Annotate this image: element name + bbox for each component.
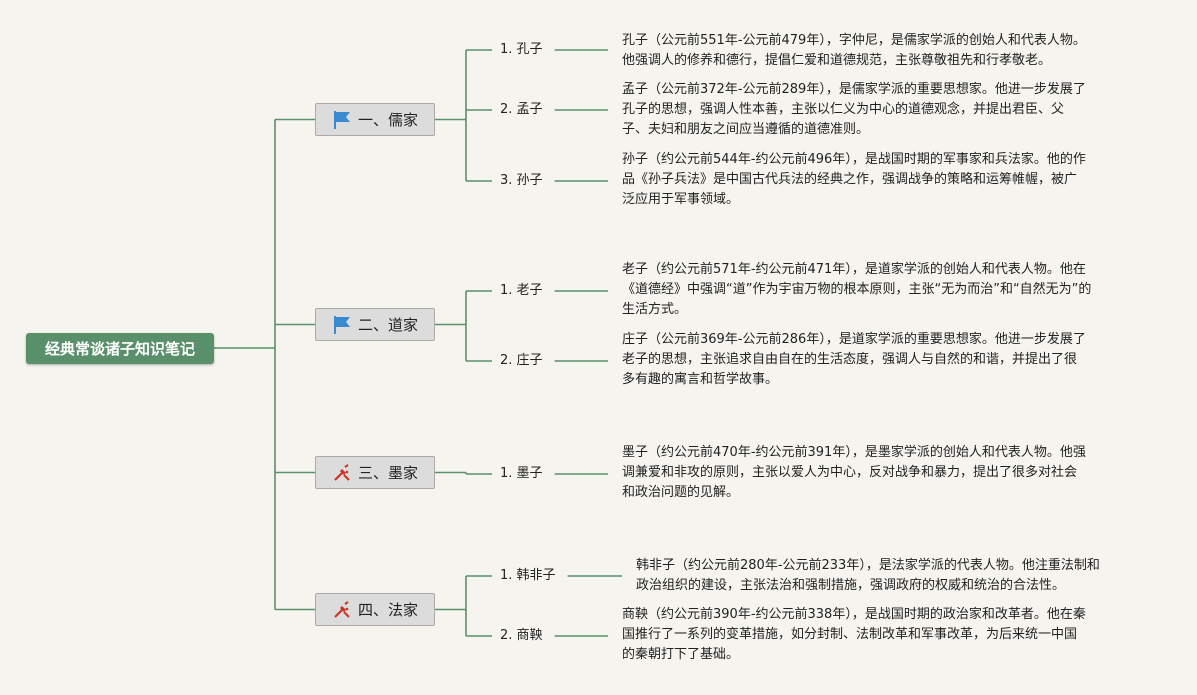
person-node-mengzi[interactable]: 2. 孟子: [500, 102, 543, 117]
description-line: 孔子的思想，强调人性本善，主张以仁义为中心的道德观念，并提出君臣、父: [622, 102, 1065, 117]
description-line: 多有趣的寓言和哲学故事。: [622, 372, 779, 387]
school-node-fajia[interactable]: 四、法家: [315, 593, 435, 626]
school-label: 三、墨家: [357, 464, 418, 482]
person-node-hanfeizi[interactable]: 1. 韩非子: [500, 568, 556, 583]
description-line: 孙子（约公元前544年-约公元前496年），是战国时期的军事家和兵法家。他的作: [622, 152, 1086, 167]
description-line: 和政治问题的见解。: [622, 485, 740, 500]
root-node[interactable]: 经典常谈诸子知识笔记: [26, 333, 214, 364]
school-label: 二、道家: [357, 316, 418, 334]
description-line: 调兼爱和非攻的原则，主张以爱人为中心，反对战争和暴力，提出了很多对社会: [622, 465, 1078, 480]
description-line: 他强调人的修养和德行，提倡仁爱和道德规范，主张尊敬祖先和行孝敬老。: [622, 53, 1052, 68]
school-label: 一、儒家: [357, 111, 418, 129]
description-line: 生活方式。: [622, 302, 688, 317]
description-line: 《道德经》中强调“道”作为宇宙万物的根本原则，主张“无为而治”和“自然无为”的: [622, 282, 1092, 297]
tools-icon: [332, 463, 352, 483]
school-node-daojia[interactable]: 二、道家: [315, 308, 435, 341]
description-sunzi: 孙子（约公元前544年-约公元前496年），是战国时期的军事家和兵法家。他的作 …: [622, 150, 1122, 210]
tools-icon: [332, 600, 352, 620]
description-line: 国推行了一系列的变革措施，如分封制、法制改革和军事改革，为后来统一中国: [622, 627, 1078, 642]
description-line: 的秦朝打下了基础。: [622, 647, 740, 662]
school-node-mojia[interactable]: 三、墨家: [315, 456, 435, 489]
flag-icon: [332, 110, 352, 130]
person-node-mozi[interactable]: 1. 墨子: [500, 466, 543, 481]
description-line: 老子的思想，主张追求自由自在的生活态度，强调人与自然的和谐，并提出了很: [622, 352, 1078, 367]
description-line: 品《孙子兵法》是中国古代兵法的经典之作，强调战争的策略和运筹帷幄，被广: [622, 172, 1078, 187]
description-line: 老子（约公元前571年-约公元前471年），是道家学派的创始人和代表人物。他在: [622, 262, 1086, 277]
description-zhuangzi: 庄子（公元前369年-公元前286年），是道家学派的重要思想家。他进一步发展了 …: [622, 330, 1122, 390]
description-line: 子、夫妇和朋友之间应当遵循的道德准则。: [622, 122, 870, 137]
school-node-rujia[interactable]: 一、儒家: [315, 103, 435, 136]
description-line: 商鞅（约公元前390年-约公元前338年），是战国时期的政治家和改革者。他在秦: [622, 607, 1086, 622]
person-node-zhuangzi[interactable]: 2. 庄子: [500, 353, 543, 368]
description-mozi: 墨子（约公元前470年-约公元前391年），是墨家学派的创始人和代表人物。他强 …: [622, 443, 1122, 503]
description-line: 政治组织的建设，主张法治和强制措施，强调政府的权威和统治的合法性。: [636, 578, 1066, 593]
flag-icon: [332, 315, 352, 335]
description-line: 孟子（公元前372年-公元前289年），是儒家学派的重要思想家。他进一步发展了: [622, 82, 1086, 97]
person-node-sunzi[interactable]: 3. 孙子: [500, 173, 543, 188]
description-line: 孔子（公元前551年-公元前479年），字仲尼，是儒家学派的创始人和代表人物。: [622, 33, 1086, 48]
description-line: 墨子（约公元前470年-约公元前391年），是墨家学派的创始人和代表人物。他强: [622, 445, 1086, 460]
description-mengzi: 孟子（公元前372年-公元前289年），是儒家学派的重要思想家。他进一步发展了 …: [622, 80, 1122, 140]
person-node-shangyang[interactable]: 2. 商鞅: [500, 628, 543, 643]
description-kongzi: 孔子（公元前551年-公元前479年），字仲尼，是儒家学派的创始人和代表人物。 …: [622, 31, 1122, 71]
description-line: 庄子（公元前369年-公元前286年），是道家学派的重要思想家。他进一步发展了: [622, 332, 1086, 347]
person-node-laozi[interactable]: 1. 老子: [500, 283, 543, 298]
description-hanfeizi: 韩非子（约公元前280年-公元前233年），是法家学派的代表人物。他注重法制和 …: [636, 556, 1136, 596]
description-line: 泛应用于军事领域。: [622, 192, 740, 207]
description-laozi: 老子（约公元前571年-约公元前471年），是道家学派的创始人和代表人物。他在 …: [622, 260, 1122, 320]
description-shangyang: 商鞅（约公元前390年-约公元前338年），是战国时期的政治家和改革者。他在秦 …: [622, 605, 1122, 665]
school-label: 四、法家: [357, 601, 418, 619]
person-node-kongzi[interactable]: 1. 孔子: [500, 42, 543, 57]
description-line: 韩非子（约公元前280年-公元前233年），是法家学派的代表人物。他注重法制和: [636, 558, 1100, 573]
root-title: 经典常谈诸子知识笔记: [44, 340, 195, 358]
